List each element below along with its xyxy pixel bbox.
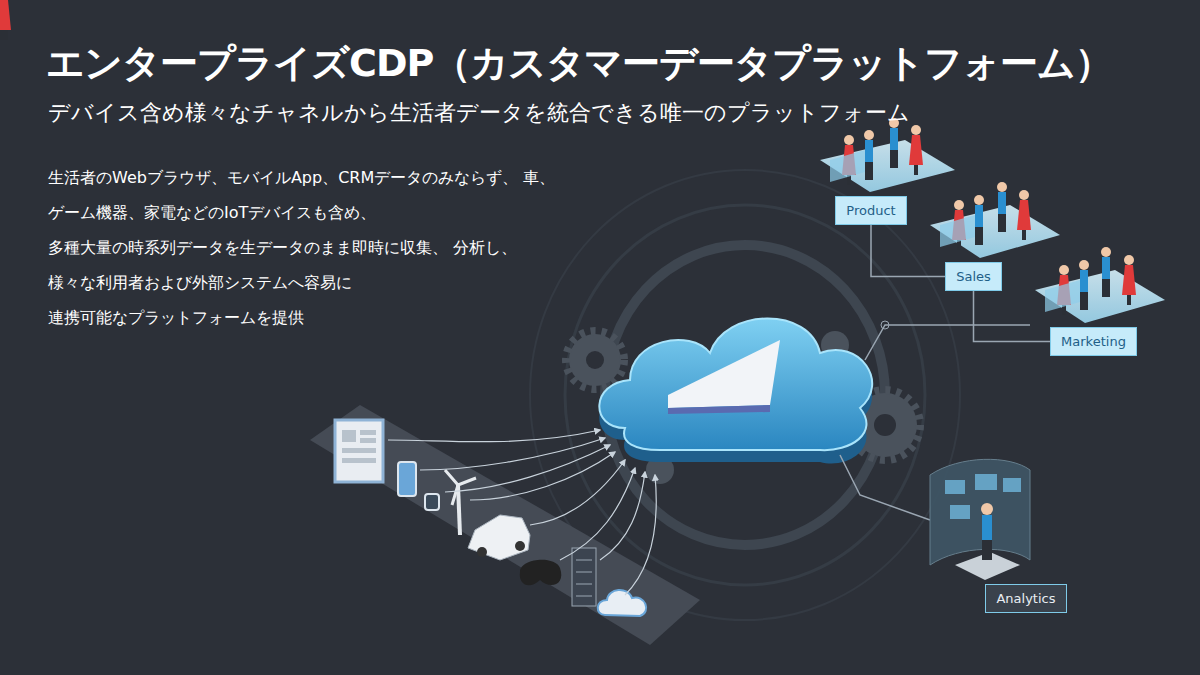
team-platform: Marketing: [1050, 327, 1137, 356]
title: エンタープライズCDP（カスタマーデータプラットフォーム）: [46, 38, 1112, 89]
node-label: Sales: [956, 269, 991, 284]
subtitle: デバイス含め様々なチャネルから生活者データを統合できる唯一のプラットフォーム: [48, 98, 910, 128]
description: 生活者のWebブラウザ、モバイルApp、CRMデータのみならず、 車、ゲーム機器…: [48, 160, 578, 335]
connector: [871, 225, 945, 277]
team-platform: Sales: [945, 262, 1002, 291]
team-platform: Product: [835, 196, 907, 225]
node-label: Analytics: [996, 591, 1055, 606]
analytics-platform: Analytics: [985, 584, 1067, 613]
node-label: Product: [846, 203, 895, 218]
connector: [974, 291, 1051, 342]
node-label: Marketing: [1061, 334, 1126, 349]
